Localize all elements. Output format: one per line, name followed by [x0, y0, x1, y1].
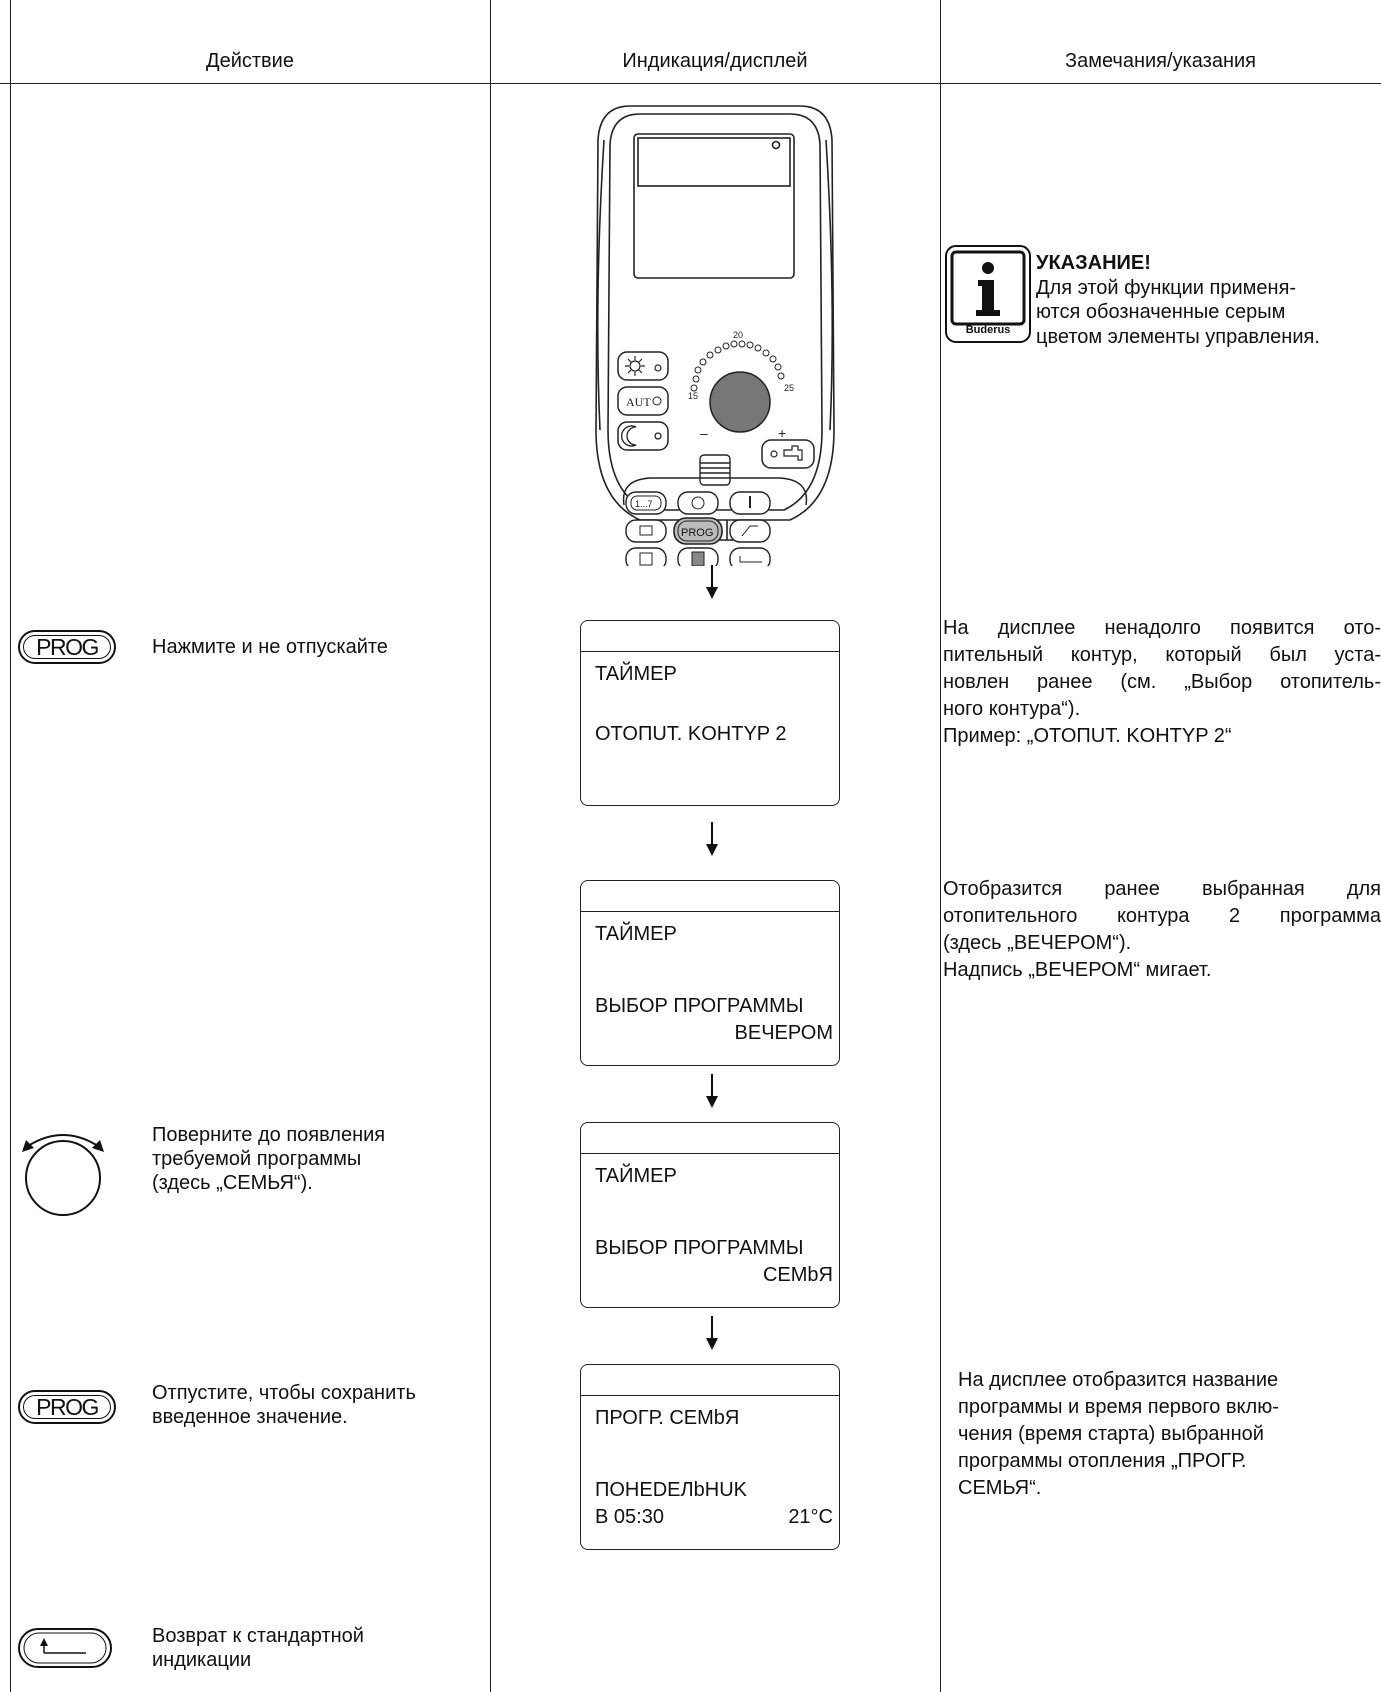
temperature-key[interactable]	[729, 491, 771, 515]
step-3-action-2: требуемой программы	[152, 1148, 362, 1170]
svg-text:1...7: 1...7	[635, 499, 653, 509]
hint-line-2: ются обозначенные серым	[1036, 301, 1286, 323]
screen-2-line-3: ВЕЧЕРОМ	[734, 1022, 833, 1044]
summer-key[interactable]	[729, 519, 771, 543]
header-notes: Замечания/указания	[1065, 50, 1256, 72]
prog-button-icon: PROG	[18, 1390, 116, 1424]
down-arrow-icon	[706, 565, 718, 599]
step-3-action-3: (здесь „СЕМЬЯ“).	[152, 1172, 313, 1194]
screen-3-line-3: CEMbЯ	[762, 1264, 833, 1286]
header-divider	[0, 83, 1381, 84]
display-screen-4: ПРОГР. CEMbЯ ПОНЕDEЛbHUK B 05:30 21°C	[580, 1364, 840, 1550]
screen-4-line-3: B 05:30	[595, 1506, 664, 1528]
auto-button[interactable]	[617, 386, 669, 416]
info-key[interactable]	[625, 547, 667, 566]
step-3-action-1: Поверните до появления	[152, 1124, 386, 1146]
svg-text:–: –	[700, 425, 708, 441]
back-button-icon	[18, 1628, 112, 1668]
step-2-note: Отобразится ранее выбранная для отопител…	[943, 878, 1381, 981]
svg-text:25: 25	[784, 383, 794, 393]
svg-text:+: +	[778, 425, 786, 441]
hint-line-1: Для этой функции применя-	[1036, 277, 1297, 299]
display-screen-2: TAЙMEP ВЫБОР ПРОГРАММЫ ВЕЧЕРОМ	[580, 880, 840, 1066]
step-5-action-1: Возврат к стандартной	[152, 1625, 364, 1647]
display-screen-3: TAЙMEP ВЫБОР ПРОГРАММЫ CEMbЯ	[580, 1122, 840, 1308]
svg-text:PROG: PROG	[681, 527, 713, 539]
header-display: Индикация/дисплей	[622, 50, 808, 72]
step-1-action: Нажмите и не отпускайте	[152, 636, 388, 658]
rotary-knob-icon	[22, 1134, 104, 1216]
screen-4-line-2: ПОНЕDEЛbHUK	[595, 1479, 747, 1501]
screen-2-line-1: TAЙMEP	[595, 923, 677, 945]
buderus-info-logo: Buderus	[944, 244, 1032, 344]
column-divider-3	[940, 0, 941, 1692]
step-5-action-2: индикации	[152, 1649, 252, 1671]
svg-text:20: 20	[733, 330, 743, 340]
svg-text:AUT: AUT	[626, 395, 651, 409]
prog-key[interactable]	[673, 517, 723, 545]
screen-3-line-1: TAЙMEP	[595, 1165, 677, 1187]
dial-knob[interactable]	[709, 371, 771, 433]
screen-2-line-2: ВЫБОР ПРОГРАММЫ	[595, 995, 804, 1017]
down-arrow-icon	[706, 1316, 718, 1350]
back-key[interactable]	[729, 547, 771, 566]
header-action: Действие	[206, 50, 294, 72]
step-4-note: На дисплее отобразится название программ…	[958, 1369, 1279, 1499]
cover-slider[interactable]	[699, 454, 731, 486]
screen-4-temperature: 21°C	[788, 1506, 833, 1528]
screen-4-line-1: ПРОГР. CEMbЯ	[595, 1407, 740, 1429]
hint-title: УКАЗАНИЕ!	[1036, 252, 1151, 274]
prog-button-icon: PROG	[18, 630, 116, 664]
svg-text:15: 15	[688, 391, 698, 401]
grey-key[interactable]	[677, 547, 719, 566]
column-divider-1	[10, 0, 11, 1692]
screen-1-line-2: OTOПUT. KOHTYP 2	[595, 723, 787, 745]
step-1-note: На дисплее ненадолго появится ото- пител…	[943, 617, 1381, 747]
clock-key[interactable]	[677, 491, 719, 515]
screen-3-line-2: ВЫБОР ПРОГРАММЫ	[595, 1237, 804, 1259]
column-divider-2	[490, 0, 491, 1692]
hot-water-button[interactable]	[761, 439, 815, 469]
buderus-logo-text: Buderus	[965, 324, 1011, 336]
hint-line-3: цветом элементы управления.	[1036, 326, 1320, 348]
holiday-key[interactable]	[625, 519, 667, 543]
step-4-action-1: Отпустите, чтобы сохранить	[152, 1382, 416, 1404]
screen-1-line-1: TAЙMEP	[595, 663, 677, 685]
display-screen-1: TAЙMEP OTOПUT. KOHTYP 2	[580, 620, 840, 806]
remote-control-illustration: AUT 20 15 25 – + 1...7 PROG	[595, 105, 835, 566]
down-arrow-icon	[706, 1074, 718, 1108]
down-arrow-icon	[706, 822, 718, 856]
key-1-7[interactable]	[625, 491, 667, 515]
step-4-action-2: введенное значение.	[152, 1406, 348, 1428]
